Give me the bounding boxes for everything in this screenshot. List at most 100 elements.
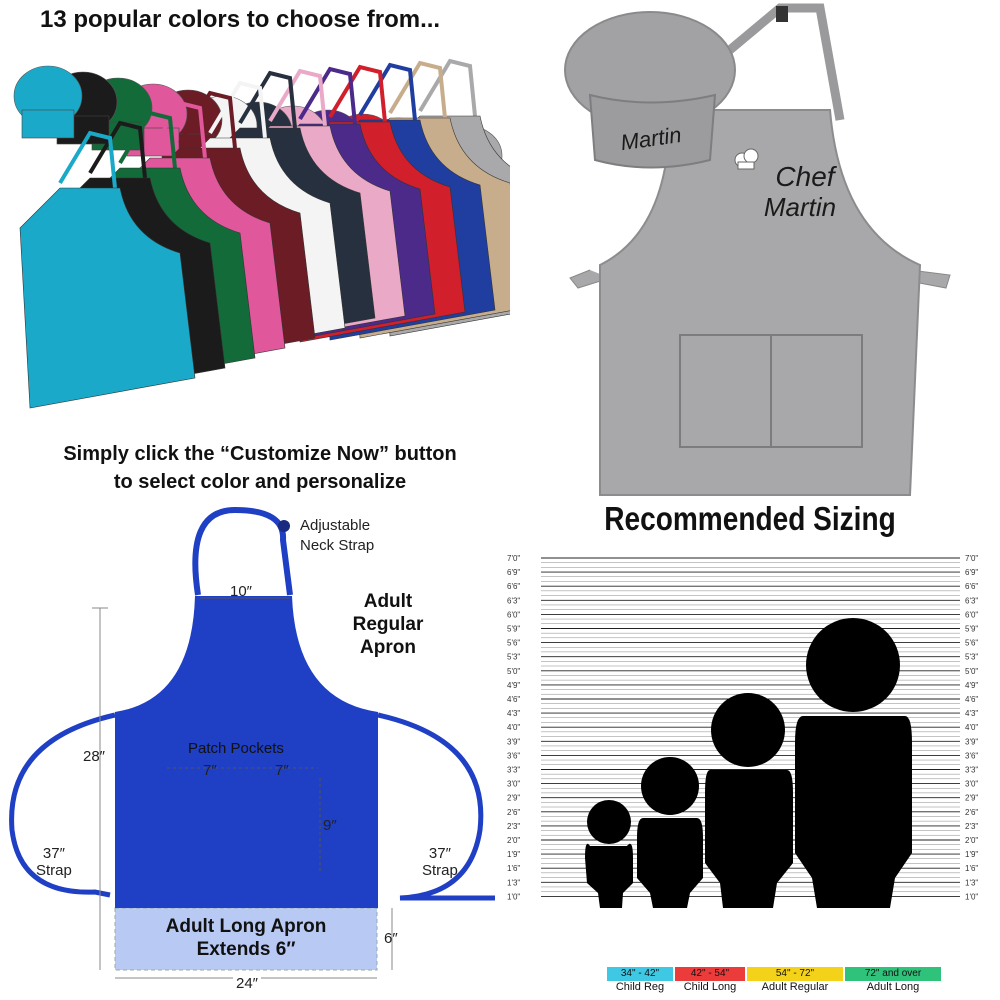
personalized-apron-illustration: Chef Martin Martin (564, 3, 951, 496)
right-strap-length: 37″ (428, 845, 451, 862)
colors-heading: 13 popular colors to choose from... (40, 6, 441, 33)
legend-range-child-long: 42" - 54" (675, 967, 745, 981)
legend-item-child-reg: 34" - 42" Child Reg (607, 967, 673, 993)
apron-type-title-1: Adult (363, 591, 413, 612)
height-tick-right: 2'9" (965, 794, 978, 803)
height-tick-right: 5'6" (965, 639, 978, 648)
right-strap-word: Strap (422, 862, 458, 879)
pocket-right-width: 7″ (275, 762, 289, 779)
apron-text-line-1: Chef (775, 161, 837, 192)
height-tick-left: 2'9" (507, 794, 520, 803)
long-apron-line-2: Extends 6″ (196, 939, 296, 960)
height-tick-right: 3'0" (965, 780, 978, 789)
height-tick-left: 4'0" (507, 723, 520, 732)
height-tick-left: 4'9" (507, 681, 520, 690)
apron-swatch-1 (19, 130, 196, 409)
height-tick-right: 6'0" (965, 610, 978, 619)
height-tick-right: 5'9" (965, 625, 978, 634)
height-tick-right: 6'3" (965, 596, 978, 605)
legend-label-adult-long: Adult Long (866, 981, 920, 993)
customize-note-line-1: Simply click the “Customize Now” button (63, 443, 457, 465)
legend-range-child-reg: 34" - 42" (607, 967, 673, 981)
height-tick-left: 5'3" (507, 653, 520, 662)
apron-type-title: Adult Regular Apron (338, 590, 438, 659)
height-tick-left: 1'0" (507, 892, 520, 901)
left-strap-label: 37″ Strap (36, 845, 72, 879)
mini-chef-hat-icon (734, 148, 759, 170)
legend-range-adult-long: 72" and over (845, 967, 941, 981)
bottom-width-label: 24″ (233, 975, 261, 992)
long-apron-line-1: Adult Long Apron (165, 916, 327, 937)
sizing-title: Recommended Sizing (604, 500, 896, 537)
long-apron-extension (114, 907, 378, 971)
legend-label-child-long: Child Long (683, 981, 737, 993)
apron-type-title-3: Apron (360, 637, 416, 658)
height-tick-right: 4'9" (965, 681, 978, 690)
height-tick-right: 3'3" (965, 766, 978, 775)
height-label: 28″ (83, 748, 105, 765)
long-apron-note: Adult Long Apron Extends 6″ (120, 915, 372, 961)
height-tick-right: 2'0" (965, 836, 978, 845)
top-width-label: 10″ (230, 583, 252, 600)
height-tick-left: 2'0" (507, 836, 520, 845)
height-tick-left: 5'9" (507, 625, 520, 634)
height-tick-left: 3'0" (507, 780, 520, 789)
legend-label-child-reg: Child Reg (615, 981, 665, 993)
height-tick-right: 7'0" (965, 554, 978, 563)
people-silhouettes (585, 618, 912, 908)
height-tick-left: 1'9" (507, 850, 520, 859)
height-chart: 7'0" 6'9" 6'6" 6'3" 6'0" 5'9" 5'6" 5'3" 5'0" 4'9"… (507, 554, 978, 908)
height-tick-right: 5'3" (965, 653, 978, 662)
personalized-chef-hat: Martin (564, 11, 736, 169)
legend-item-adult-long: 72" and over Adult Long (845, 967, 941, 993)
legend-range-adult-regular: 54" - 72" (747, 967, 843, 981)
height-tick-left: 5'0" (507, 667, 520, 676)
silhouette-child-long (637, 757, 703, 908)
right-waist-strap (377, 712, 495, 901)
height-tick-left: 6'0" (507, 610, 520, 619)
height-tick-left: 6'3" (507, 596, 520, 605)
chef-hat-1 (13, 65, 83, 139)
pocket-left-width: 7″ (203, 762, 217, 779)
height-tick-right: 5'0" (965, 667, 978, 676)
apron-type-title-2: Regular (352, 614, 424, 635)
legend-label-adult-regular: Adult Regular (761, 981, 829, 993)
height-ticks-left: 7'0"6'9"6'6"6'3"6'0"5'9"5'6"5'3"5'0"4'9"… (507, 554, 520, 901)
extension-label: 6″ (384, 930, 398, 947)
height-tick-right: 1'0" (965, 892, 978, 901)
pocket-height-label: 9″ (323, 817, 337, 834)
silhouette-adult-regular (705, 693, 793, 908)
height-tick-right: 6'6" (965, 582, 978, 591)
height-tick-left: 7'0" (507, 554, 520, 563)
height-ticks-right: 7'0" 6'9" 6'6" 6'3" 6'0" 5'9" 5'6" 5'3" 5'0" 4'9"… (965, 554, 978, 901)
color-assortment-illustration (13, 58, 510, 409)
pockets-label: Patch Pockets (188, 740, 284, 757)
height-tick-right: 1'9" (965, 850, 978, 859)
silhouette-adult-long (795, 618, 912, 908)
apron-dimensions-diagram (9, 506, 495, 979)
height-tick-left: 5'6" (507, 639, 520, 648)
left-strap-word: Strap (36, 862, 72, 879)
apron-text-line-2: Martin (764, 192, 836, 222)
height-tick-right: 4'3" (965, 709, 978, 718)
customize-note: Simply click the “Customize Now” button … (10, 440, 510, 496)
height-tick-right: 4'6" (965, 695, 978, 704)
silhouette-child-reg (585, 800, 633, 908)
height-tick-right: 6'9" (965, 568, 978, 577)
customize-note-line-2: to select color and personalize (113, 471, 407, 493)
size-legend: 34" - 42" Child Reg 42" - 54" Child Long… (607, 967, 947, 993)
neck-strap-label-1: Adjustable (300, 517, 371, 534)
left-waist-strap (9, 712, 116, 898)
blue-apron-body (115, 596, 378, 908)
height-tick-right: 3'6" (965, 751, 978, 760)
legend-item-adult-regular: 54" - 72" Adult Regular (747, 967, 843, 993)
height-tick-left: 1'6" (507, 864, 520, 873)
height-tick-left: 3'6" (507, 751, 520, 760)
right-strap-label: 37″ Strap (422, 845, 458, 879)
height-tick-right: 4'0" (965, 723, 978, 732)
height-tick-left: 4'3" (507, 709, 520, 718)
height-tick-left: 3'3" (507, 766, 520, 775)
aprons-fan (19, 58, 510, 409)
height-tick-left: 1'3" (507, 878, 520, 887)
strap-buckle (776, 6, 788, 22)
